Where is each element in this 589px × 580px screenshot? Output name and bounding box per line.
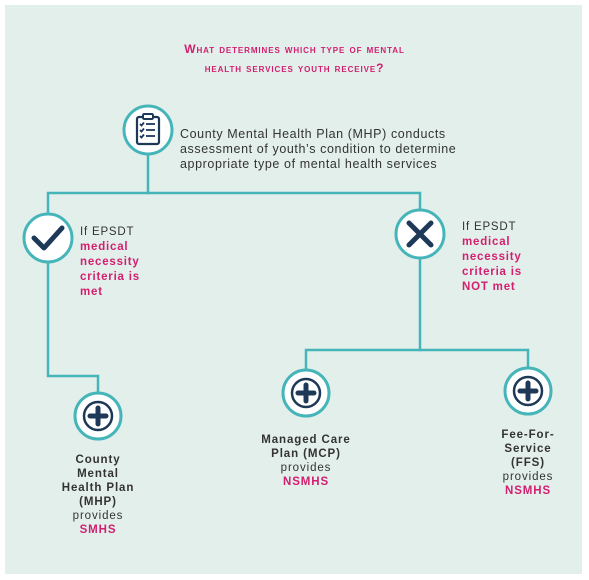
ffs-outcome-text: Fee-For- Service (FFS) provides NSMHS [468, 428, 588, 498]
connector-to-mhp [46, 260, 100, 395]
not-met-emphasis-2: necessity [462, 251, 522, 263]
mhp-name-1: County [75, 454, 121, 466]
mcp-outcome-text: Managed Care Plan (MCP) provides NSMHS [236, 433, 376, 489]
mhp-provides: provides [72, 510, 124, 522]
mcp-service: NSMHS [282, 476, 330, 488]
connector-to-mcp-ffs [304, 348, 530, 372]
diagram-title: What determines which type of mental hea… [0, 40, 589, 78]
met-emphasis-1: medical [80, 241, 129, 253]
met-criteria-text: If EPSDT medical necessity criteria is m… [80, 225, 140, 300]
ffs-provides: provides [502, 471, 554, 483]
assessment-line-2: assessment of youth’s condition to deter… [180, 142, 457, 156]
not-met-emphasis-1: medical [462, 236, 511, 248]
assessment-text: County Mental Health Plan (MHP) conducts… [180, 127, 580, 172]
met-emphasis-4: met [80, 286, 103, 298]
mcp-name-2: Plan (MCP) [271, 448, 341, 460]
title-line-1: What determines which type of mental [184, 42, 405, 56]
ffs-name-3: (FFS) [511, 457, 545, 469]
mhp-name-4: (MHP) [79, 496, 117, 508]
plus-circle-icon-mhp [73, 391, 123, 441]
mhp-outcome-text: County Mental Health Plan (MHP) provides… [38, 453, 158, 537]
connector-to-met [46, 150, 150, 216]
checkmark-icon [22, 212, 74, 264]
not-met-emphasis-3: criteria is [462, 266, 522, 278]
assessment-line-3: appropriate type of mental health servic… [180, 157, 438, 171]
not-met-emphasis-4: NOT met [462, 281, 516, 293]
ffs-service: NSMHS [504, 485, 552, 497]
met-emphasis-3: criteria is [80, 271, 140, 283]
mhp-name-3: Health Plan [61, 482, 135, 494]
x-mark-icon [394, 208, 446, 260]
plus-circle-icon-ffs [503, 366, 553, 416]
clipboard-checklist-icon [122, 104, 174, 156]
mhp-name-2: Mental [77, 468, 119, 480]
mcp-provides: provides [280, 462, 332, 474]
met-emphasis-2: necessity [80, 256, 140, 268]
title-line-2: health services youth receive? [204, 61, 385, 75]
not-met-prefix: If EPSDT [462, 221, 517, 233]
met-prefix: If EPSDT [80, 226, 135, 238]
ffs-name-1: Fee-For- [501, 429, 555, 441]
connector-to-not-met [146, 191, 422, 212]
mcp-name-1: Managed Care [261, 434, 351, 446]
diagram-panel [5, 5, 582, 574]
ffs-name-2: Service [504, 443, 552, 455]
assessment-line-1: County Mental Health Plan (MHP) conducts [180, 127, 446, 141]
not-met-criteria-text: If EPSDT medical necessity criteria is N… [462, 220, 522, 295]
plus-circle-icon-mcp [281, 368, 331, 418]
mhp-service: SMHS [79, 524, 117, 536]
